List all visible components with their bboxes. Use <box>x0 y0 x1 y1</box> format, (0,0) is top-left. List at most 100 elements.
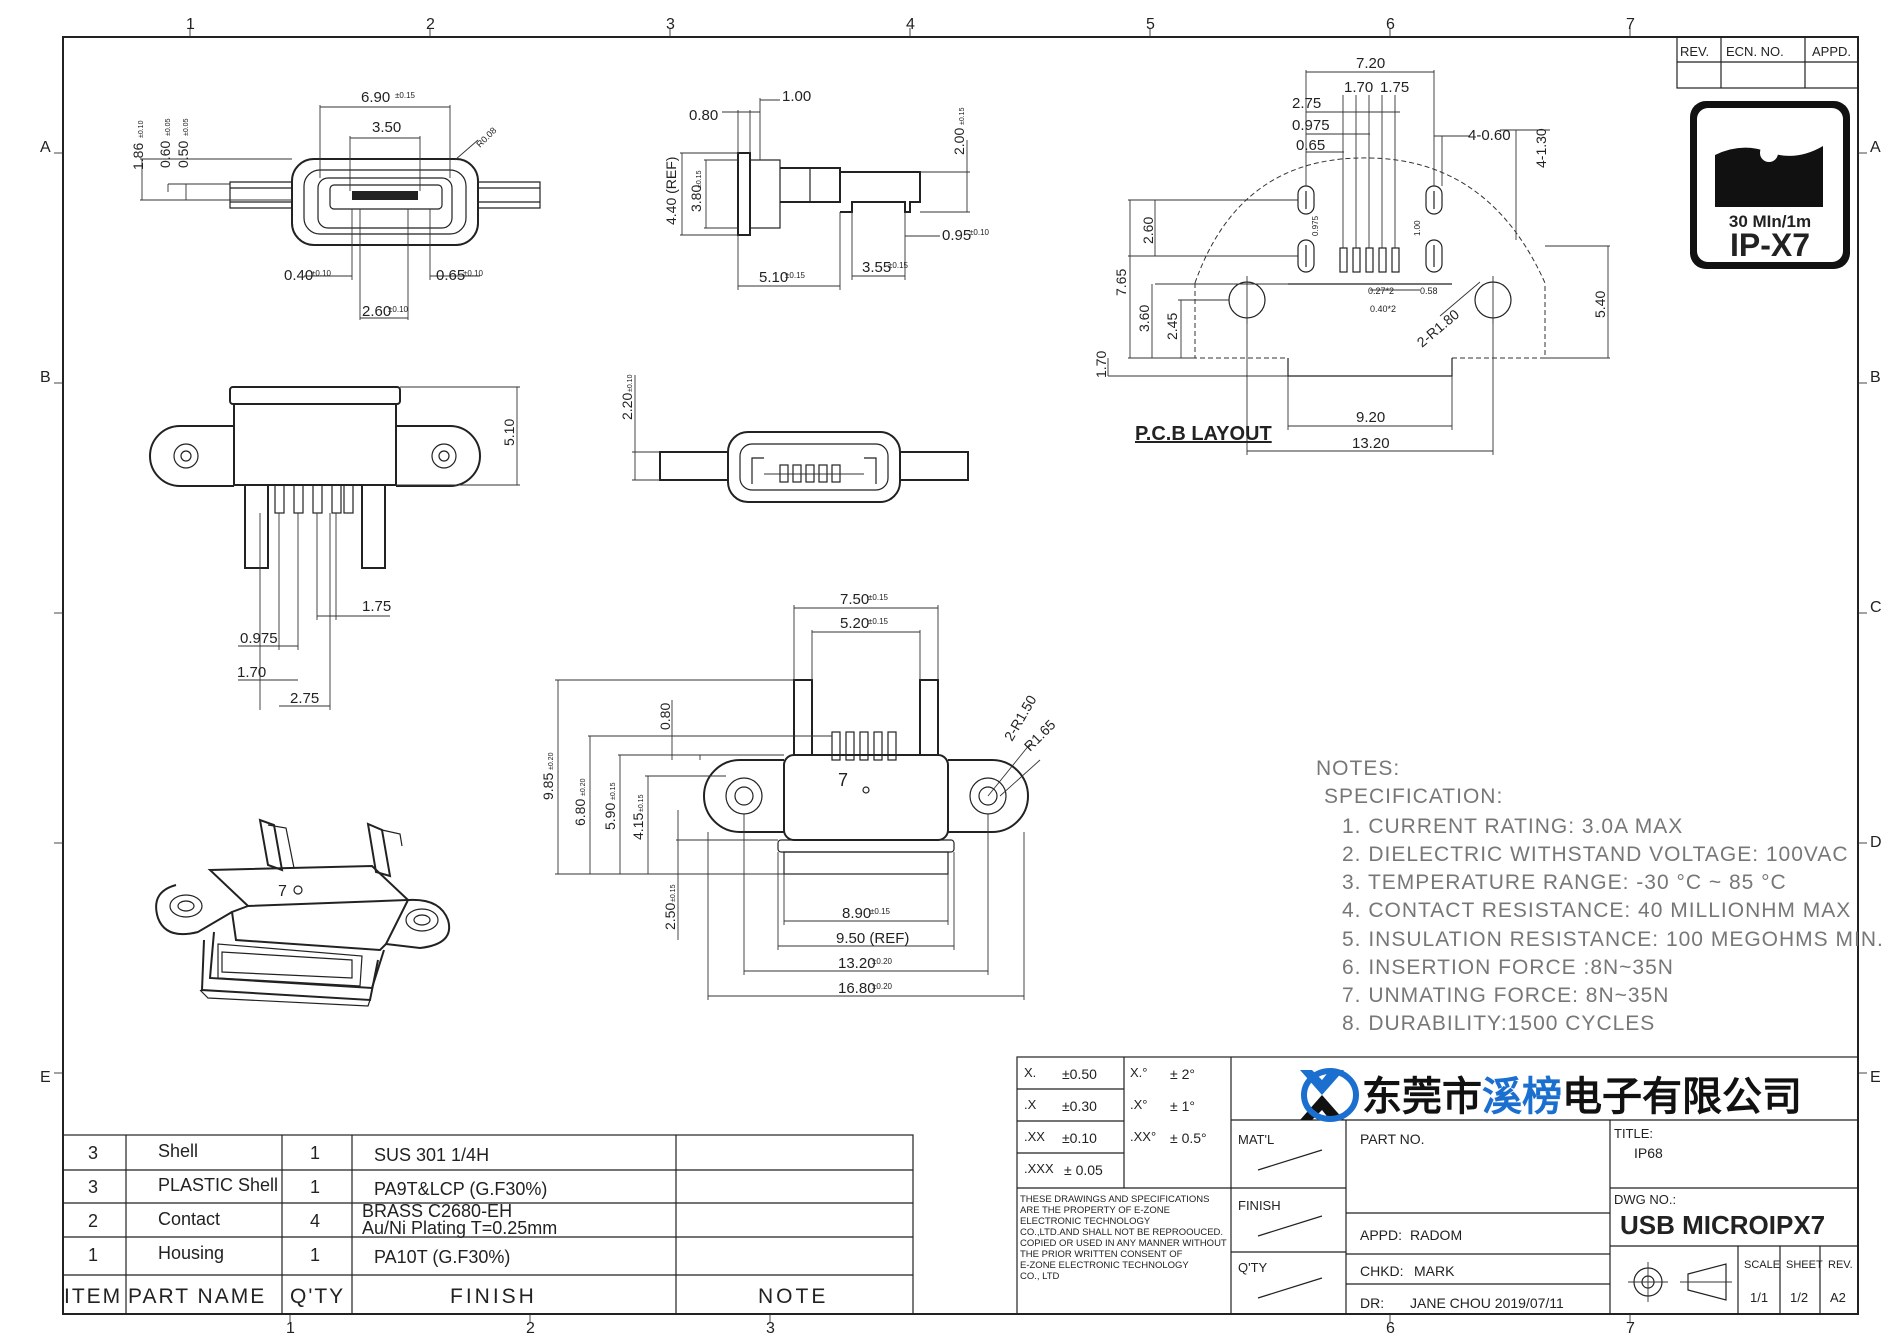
tol-0-60: ±0.05 <box>165 118 172 136</box>
tol-5-10: ±0.15 <box>785 271 806 280</box>
pcb-dim-7-65: 7.65 <box>1113 269 1129 296</box>
pcb-dim-4-0-60: 4-0.60 <box>1468 127 1511 144</box>
bottom-dim-7-50: 7.50 <box>840 591 869 608</box>
bottom-tol-5-20: ±0.15 <box>868 617 889 626</box>
ip-depth: 30 MIn/1m <box>1729 212 1811 231</box>
pcb-layout-title: P.C.B LAYOUT <box>1135 423 1272 445</box>
bottom-dim-6-80: 6.80 <box>572 799 588 826</box>
dim-0-65: 0.65 <box>436 267 465 284</box>
dim-1-00: 1.00 <box>782 88 811 105</box>
pcb-dim-2-45: 2.45 <box>1164 313 1180 340</box>
dim-5-10: 5.10 <box>759 269 788 286</box>
dim-0-60: 0.60 <box>157 141 173 168</box>
company-name-part-2: 溪榜 <box>1482 1074 1562 1120</box>
col-mark-6-bottom: 6 <box>1386 1320 1395 1337</box>
note-item-1: 1. CURRENT RATING: 3.0A MAX <box>1342 815 1683 838</box>
part-no-label: PART NO. <box>1360 1131 1425 1147</box>
qty-label: Q'TY <box>1238 1260 1268 1275</box>
bom-row2-finish: PA9T&LCP (G.F30%) <box>374 1179 547 1199</box>
pcb-dim-0-975: 0.975 <box>1292 117 1330 134</box>
chkd-label: CHKD: <box>1360 1263 1404 1279</box>
tol-0-50: ±0.05 <box>183 118 190 136</box>
disclaimer-line-7: E-ZONE ELECTRONIC TECHNOLOGY <box>1020 1260 1189 1271</box>
bottom-tol-7-50: ±0.15 <box>868 593 889 602</box>
tol-key-x: X. <box>1024 1065 1036 1080</box>
matl-label: MAT'L <box>1238 1132 1274 1147</box>
bottom-dim-9-50-ref: 9.50 (REF) <box>836 930 909 947</box>
col-mark-4: 4 <box>906 16 915 33</box>
row-mark-e: E <box>40 1069 51 1086</box>
note-item-3: 3. TEMPERATURE RANGE: -30 °C ~ 85 °C <box>1342 871 1787 894</box>
bottom-dim-2-50: 2.50 <box>662 903 678 930</box>
tol-2-00: ±0.15 <box>959 107 966 125</box>
tol-key-dxx: .XX <box>1024 1129 1045 1144</box>
pcb-dim-0-65: 0.65 <box>1296 137 1325 154</box>
bottom-tol-5-90: ±0.15 <box>610 782 617 800</box>
tol-val-dxxx: ± 0.05 <box>1064 1162 1103 1178</box>
ip-x7-badge: 30 MIn/1m IP-X7 <box>1690 101 1850 269</box>
rev-header: REV. <box>1680 44 1709 59</box>
dim-2-75: 2.75 <box>290 690 319 707</box>
note-item-5: 5. INSULATION RESISTANCE: 100 MEGOHMS MI… <box>1342 928 1884 951</box>
isometric-view: 7 <box>155 818 451 1007</box>
bom-row3-finish-plating: Au/Ni Plating T=0.25mm <box>362 1218 557 1238</box>
pcb-dim-2-75: 2.75 <box>1292 95 1321 112</box>
col-mark-6: 6 <box>1386 16 1395 33</box>
row-mark-c-right: C <box>1870 599 1882 616</box>
bom-row4-part: Housing <box>158 1243 224 1263</box>
bom-row2-item: 3 <box>88 1177 98 1197</box>
bom-table: 3 Shell 1 SUS 301 1/4H 3 PLASTIC Shell 1… <box>62 1134 914 1315</box>
company-name-part-1: 东莞市 <box>1362 1074 1482 1120</box>
sheet-value: 1/2 <box>1790 1290 1808 1305</box>
dim-6-90: 6.90 <box>361 89 390 106</box>
bom-header-part-name: PART NAME <box>128 1285 266 1308</box>
bottom-tol-9-85: ±0.20 <box>548 752 555 770</box>
bom-row3-part: Contact <box>158 1209 220 1229</box>
bom-row3-finish: BRASS C2680-EH <box>362 1201 512 1221</box>
bom-row1-part: Shell <box>158 1141 198 1161</box>
isometric-mark-7: 7 <box>278 883 287 900</box>
bom-row4-finish: PA10T (G.F30%) <box>374 1247 510 1267</box>
bom-row2-qty: 1 <box>310 1177 320 1197</box>
note-item-7: 7. UNMATING FORCE: 8N~35N <box>1342 984 1669 1007</box>
pcb-dim-2-r1-80: 2-R1.80 <box>1414 306 1463 350</box>
col-mark-7-bottom: 7 <box>1626 1320 1635 1337</box>
water-drop-icon <box>1760 128 1778 162</box>
rev-label: REV. <box>1828 1259 1853 1271</box>
bottom-view: 7 7.50 ±0.15 5 <box>540 591 1059 1000</box>
pcb-dim-2-60: 2.60 <box>1140 217 1156 244</box>
dim-0-40: 0.40 <box>284 267 313 284</box>
finish-label: FINISH <box>1238 1198 1281 1213</box>
col-mark-1: 1 <box>186 16 195 33</box>
col-mark-3: 3 <box>666 16 675 33</box>
row-mark-b: B <box>40 369 51 386</box>
bottom-dim-5-90: 5.90 <box>602 803 618 830</box>
col-mark-1-bottom: 1 <box>286 1320 295 1337</box>
bom-header-qty: Q'TY <box>290 1285 345 1308</box>
tol-2-60: ±0.10 <box>388 305 409 314</box>
pcb-layout: 7.20 2.75 1.70 1.75 0.975 0.65 4-0.60 4-… <box>1093 55 1610 455</box>
notes-spec-heading: SPECIFICATION: <box>1324 785 1503 808</box>
sheet-label: SHEET <box>1786 1259 1823 1271</box>
pcb-dim-3-60: 3.60 <box>1136 305 1152 332</box>
disclaimer-line-3: ELECTRONIC TECHNOLOGY <box>1020 1216 1151 1227</box>
bom-row4-item: 1 <box>88 1245 98 1265</box>
note-item-4: 4. CONTACT RESISTANCE: 40 MILLIONHM MAX <box>1342 899 1851 922</box>
pcb-dim-1-75: 1.75 <box>1380 79 1409 96</box>
bottom-dim-5-20: 5.20 <box>840 615 869 632</box>
row-mark-e-right: E <box>1870 1069 1881 1086</box>
disclaimer-line-6: THE PRIOR WRITTEN CONSENT OF <box>1020 1249 1183 1260</box>
appd-label: APPD: <box>1360 1227 1402 1243</box>
tol-val-dxx: ±0.10 <box>1062 1130 1097 1146</box>
bom-row1-finish: SUS 301 1/4H <box>374 1145 489 1165</box>
dwg-no-value: USB MICROIPX7 <box>1620 1210 1825 1240</box>
bottom-tol-2-50: ±0.15 <box>670 884 677 902</box>
bottom-tol-6-80: ±0.20 <box>580 778 587 796</box>
dim-0-80: 0.80 <box>689 107 718 124</box>
appd-header: APPD. <box>1812 44 1851 59</box>
dim-0-975: 0.975 <box>240 630 278 647</box>
dim-r-0-08: R0.08 <box>474 125 498 149</box>
tol-key-dx-deg: .X° <box>1130 1097 1147 1112</box>
bottom-dim-0-80: 0.80 <box>657 703 673 730</box>
